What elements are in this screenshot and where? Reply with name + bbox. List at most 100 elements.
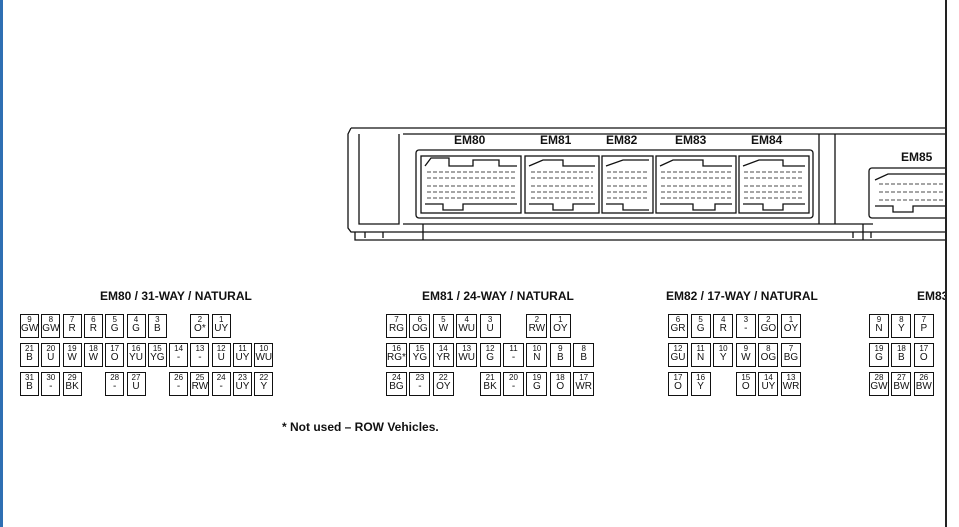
pin-wire-color: Y xyxy=(260,381,268,392)
pin-wire-color: - xyxy=(744,323,748,334)
pin-wire-color: O xyxy=(110,352,119,363)
ecu-label-em84: EM84 xyxy=(751,133,783,147)
pin-wire-color: - xyxy=(113,381,117,392)
pin-number: 13 xyxy=(462,344,472,353)
pin-wire-color: WR xyxy=(782,381,800,392)
connector-title-em81: EM81 / 24-WAY / NATURAL xyxy=(422,289,574,303)
pin-em81-20: 20- xyxy=(503,372,524,396)
pin-wire-color: N xyxy=(533,352,541,363)
pin-em80-14: 14- xyxy=(169,343,189,367)
pin-number: 5 xyxy=(112,315,117,324)
pin-number: 18 xyxy=(555,373,565,382)
pin-wire-color: BK xyxy=(483,381,497,392)
pin-wire-color: G xyxy=(132,323,140,334)
pin-wire-color: O xyxy=(674,381,682,392)
pin-wire-color: GW xyxy=(870,381,888,392)
pin-number: 21 xyxy=(25,344,34,353)
ecu-label-em80: EM80 xyxy=(454,133,486,147)
pin-number: 7 xyxy=(69,315,75,324)
pin-wire-color: OY xyxy=(436,381,451,392)
pin-wire-color: BG xyxy=(389,381,404,392)
pin-number: 9 xyxy=(27,315,32,324)
ecu-housing-diagram xyxy=(347,127,945,241)
pin-number: 13 xyxy=(786,373,796,382)
pin-number: 14 xyxy=(763,373,773,382)
pin-wire-color: WU xyxy=(255,352,273,363)
pin-wire-color: U xyxy=(132,381,140,392)
pin-wire-color: BG xyxy=(783,352,799,363)
pin-number: 7 xyxy=(788,344,794,353)
pin-wire-color: - xyxy=(219,381,223,392)
pin-em81-23: 23- xyxy=(409,372,431,396)
pin-wire-color: GU xyxy=(670,352,686,363)
pin-number: 12 xyxy=(485,344,495,353)
pin-number: 22 xyxy=(259,373,269,382)
pin-number: 18 xyxy=(88,344,98,353)
pin-number: 18 xyxy=(896,344,906,353)
pin-number: 29 xyxy=(67,373,77,382)
pin-wire-color: N xyxy=(696,352,705,363)
pin-number: 11 xyxy=(696,344,705,353)
pin-em81-11: 11- xyxy=(503,343,524,367)
pin-number: 24 xyxy=(216,373,226,382)
pin-wire-color: GW xyxy=(42,323,60,334)
pin-wire-color: - xyxy=(418,381,422,392)
pin-number: 17 xyxy=(579,373,589,382)
pin-wire-color: B xyxy=(26,352,33,363)
pin-number: 19 xyxy=(532,373,542,382)
pin-number: 23 xyxy=(415,373,425,382)
pin-number: 4 xyxy=(133,315,139,324)
pin-number: 1 xyxy=(788,315,794,324)
pin-wire-color: G xyxy=(486,352,494,363)
pin-number: 19 xyxy=(874,344,884,353)
pin-wire-color: P xyxy=(920,323,928,334)
pin-wire-color: W xyxy=(438,323,449,334)
pin-number: 10 xyxy=(718,344,728,353)
pin-number: 3 xyxy=(487,315,493,324)
pin-wire-color: R xyxy=(719,323,727,334)
pin-number: 20 xyxy=(509,373,518,382)
pin-wire-color: WU xyxy=(458,323,476,334)
pin-wire-color: G xyxy=(110,323,119,334)
pin-em80-24: 24- xyxy=(211,372,231,396)
pin-wire-color: N xyxy=(875,323,883,334)
pin-number: 2 xyxy=(534,315,540,324)
pin-em80-30: 30- xyxy=(41,372,61,396)
pin-wire-color: BK xyxy=(65,381,79,392)
pin-number: 8 xyxy=(48,315,54,324)
pin-number: 17 xyxy=(673,373,683,382)
pin-number: 28 xyxy=(874,373,884,382)
pin-wire-color: - xyxy=(198,352,202,363)
vertical-scrollbar[interactable] xyxy=(945,0,959,527)
pin-wire-color: Y xyxy=(697,381,704,392)
pin-number: 16 xyxy=(392,344,401,353)
pin-wire-color: - xyxy=(49,381,53,392)
